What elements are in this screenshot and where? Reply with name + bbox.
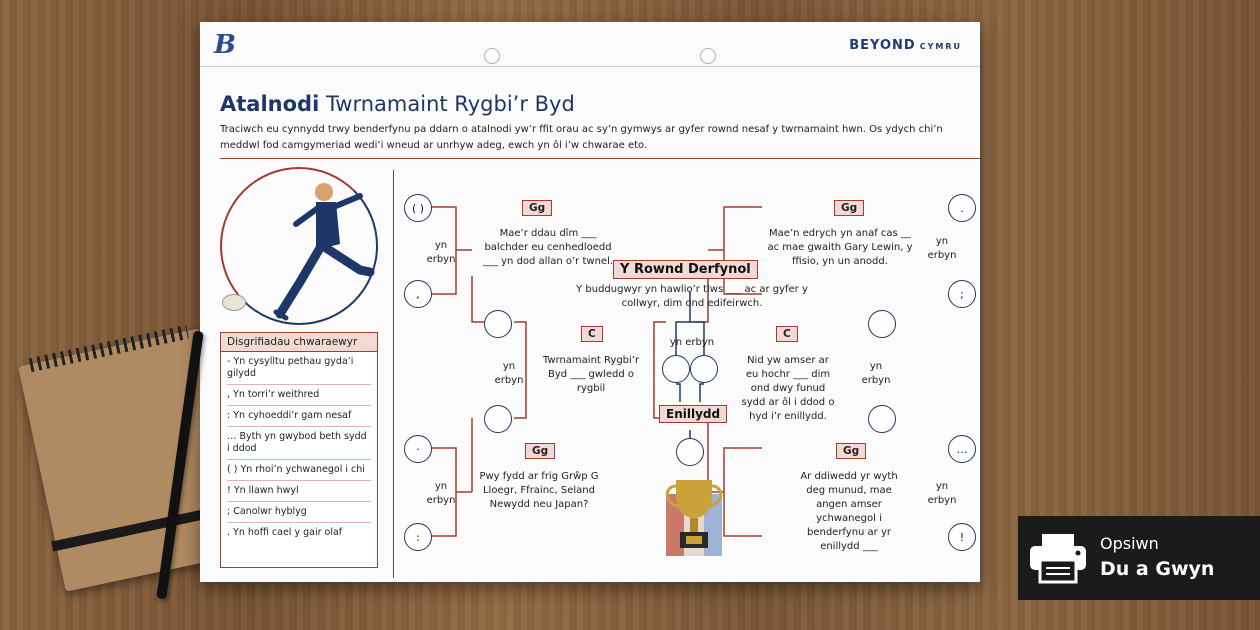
- final-answer-circle[interactable]: [662, 355, 690, 383]
- printer-icon: [1030, 534, 1086, 584]
- print-option-badge[interactable]: Opsiwn Du a Gwyn: [1018, 516, 1260, 600]
- winner-label: Enillydd: [659, 405, 728, 423]
- vs-label: yn erbyn: [861, 361, 891, 386]
- final-clue: Y buddugwyr yn hawlio’r tlws ___ ac ar g…: [576, 284, 808, 309]
- column-divider: [393, 170, 394, 578]
- group-tag: Gg: [836, 443, 867, 459]
- answer-circle[interactable]: ,: [404, 280, 432, 308]
- punch-hole: [700, 48, 716, 64]
- panel-heading: Disgrifiadau chwaraewyr: [221, 333, 377, 352]
- player-descriptions-panel: Disgrifiadau chwaraewyr - Yn cysylltu pe…: [220, 332, 378, 568]
- vs-label: yn erbyn: [426, 240, 456, 265]
- vs-label: yn erbyn: [494, 361, 524, 386]
- rugby-player-illustration: [273, 183, 375, 321]
- player-illustration-ring: [220, 167, 378, 325]
- answer-circle[interactable]: !: [948, 523, 976, 551]
- vs-label: yn erbyn: [927, 236, 957, 261]
- list-item: ! Yn llawn hwyl: [227, 481, 371, 502]
- answer-circle[interactable]: ;: [948, 280, 976, 308]
- answer-circle[interactable]: [484, 310, 512, 338]
- page-title: Atalnodi Twrnamaint Rygbi’r Byd: [220, 92, 575, 116]
- trophy-icon: [665, 480, 723, 556]
- quarter-tag: C: [581, 326, 603, 342]
- punch-hole: [484, 48, 500, 64]
- group-clue: Mae’n edrych yn anaf cas __ ac mae gwait…: [767, 228, 913, 267]
- vs-label: yn erbyn: [426, 481, 456, 506]
- vs-label: yn erbyn: [669, 337, 715, 348]
- answer-circle[interactable]: [868, 310, 896, 338]
- answer-circle[interactable]: ·: [404, 435, 432, 463]
- answer-circle[interactable]: [484, 405, 512, 433]
- list-item: . Yn hoffi cael y gair olaf: [227, 527, 343, 538]
- list-item: - Yn cysylltu pethau gyda’i gilydd: [227, 352, 371, 385]
- list-item: ; Canolwr hyblyg: [227, 502, 371, 523]
- list-item: … Byth yn gwybod beth sydd i ddod: [227, 427, 371, 460]
- rugby-ball-icon: [222, 294, 246, 311]
- intro-divider: [220, 158, 980, 159]
- beyond-logo-icon: B: [214, 30, 236, 60]
- winner-circle[interactable]: [676, 438, 704, 466]
- group-clue: Pwy fydd ar frig Grŵp G Lloegr, Ffrainc,…: [479, 471, 599, 510]
- quarter-clue: Nid yw amser ar eu hochr ___ dim ond dwy…: [741, 355, 835, 422]
- badge-line-1: Opsiwn: [1100, 534, 1159, 553]
- intro-text: Traciwch eu cynnydd trwy benderfynu pa d…: [220, 124, 943, 151]
- vs-label: yn erbyn: [927, 481, 957, 506]
- badge-line-2: Du a Gwyn: [1100, 558, 1215, 580]
- group-clue: Mae’r ddau dîm ___ balchder eu cenhedloe…: [482, 228, 614, 267]
- quarter-clue: Twrnamaint Rygbi’r Byd ___ gwledd o rygb…: [542, 355, 640, 394]
- notebook-rings: [28, 324, 189, 373]
- answer-circle[interactable]: ( ): [404, 194, 432, 222]
- group-tag: Gg: [525, 443, 556, 459]
- group-tag: Gg: [834, 200, 865, 216]
- answer-circle[interactable]: …: [948, 435, 976, 463]
- answer-circle[interactable]: .: [948, 194, 976, 222]
- answer-circle[interactable]: [868, 405, 896, 433]
- list-item: , Yn torri’r weithred: [227, 385, 371, 406]
- answer-circle[interactable]: :: [404, 523, 432, 551]
- group-clue: Ar ddiwedd yr wyth deg munud, mae angen …: [800, 471, 898, 552]
- list-item: ( ) Yn rhoi’n ychwanegol i chi: [227, 460, 371, 481]
- quarter-tag: C: [776, 326, 798, 342]
- list-item: : Yn cyhoeddi’r gam nesaf: [227, 406, 371, 427]
- final-label: Y Rownd Derfynol: [613, 260, 758, 279]
- group-tag: Gg: [522, 200, 553, 216]
- final-answer-circle[interactable]: [690, 355, 718, 383]
- header-divider: [200, 66, 980, 67]
